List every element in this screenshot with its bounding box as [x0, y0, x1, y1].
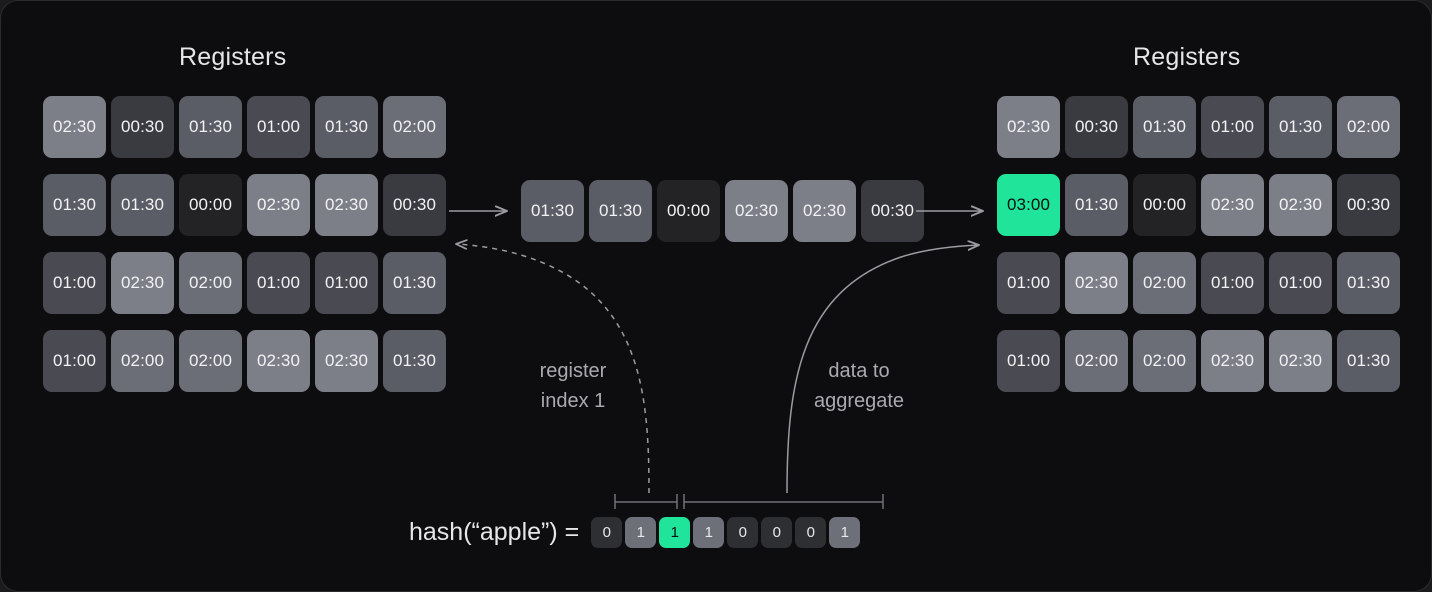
- register-cell: 02:30: [1269, 330, 1332, 392]
- register-cell: 01:00: [997, 252, 1060, 314]
- register-cell: 02:00: [1337, 96, 1400, 158]
- register-cell: 02:30: [43, 96, 106, 158]
- register-cell: 02:00: [1065, 330, 1128, 392]
- register-cell: 02:30: [1201, 174, 1264, 236]
- selected-register-cell: 02:30: [725, 180, 788, 242]
- caption-register-index: register index 1: [539, 360, 607, 412]
- right-panel-title: Registers: [1133, 43, 1241, 71]
- caption-data-to-aggregate: data to aggregate: [813, 360, 905, 412]
- register-cell: 01:30: [43, 174, 106, 236]
- register-cell: 02:30: [1201, 330, 1264, 392]
- register-cell: 01:30: [383, 330, 446, 392]
- register-cell: 02:00: [1133, 330, 1196, 392]
- hash-bit: 1: [625, 517, 657, 548]
- hash-label: hash(“apple”) =: [409, 518, 580, 546]
- bracket-register-index: [614, 494, 678, 509]
- hash-bit: 1: [693, 517, 725, 548]
- register-cell: 02:30: [315, 174, 378, 236]
- register-cell: 01:30: [383, 252, 446, 314]
- register-cell: 01:00: [1269, 252, 1332, 314]
- register-cell: 01:30: [111, 174, 174, 236]
- register-cell: 02:00: [383, 96, 446, 158]
- register-cell: 02:00: [179, 330, 242, 392]
- register-cell: 01:00: [1201, 96, 1264, 158]
- hash-bit-highlighted: 1: [659, 517, 691, 548]
- register-cell: 02:00: [1133, 252, 1196, 314]
- hash-bit: 0: [591, 517, 623, 548]
- register-cell: 02:30: [247, 174, 310, 236]
- register-cell: 01:30: [1337, 252, 1400, 314]
- left-panel-title: Registers: [179, 43, 287, 71]
- hash-bit: 1: [829, 517, 861, 548]
- register-cell: 01:00: [43, 252, 106, 314]
- register-cell: 01:30: [315, 96, 378, 158]
- register-cell: 01:00: [43, 330, 106, 392]
- register-cell: 01:00: [247, 96, 310, 158]
- register-cell: 01:00: [997, 330, 1060, 392]
- register-cell: 02:00: [179, 252, 242, 314]
- register-cell: 01:00: [247, 252, 310, 314]
- selected-register-cell: 01:30: [521, 180, 584, 242]
- register-cell: 01:30: [179, 96, 242, 158]
- register-cell: 02:30: [315, 330, 378, 392]
- register-cell: 02:00: [111, 330, 174, 392]
- selected-register-cell: 02:30: [793, 180, 856, 242]
- register-cell: 00:30: [111, 96, 174, 158]
- register-cell: 00:00: [179, 174, 242, 236]
- register-cell: 01:00: [1201, 252, 1264, 314]
- register-cell: 01:30: [1269, 96, 1332, 158]
- hash-bit: 0: [727, 517, 759, 548]
- hash-bit: 0: [795, 517, 827, 548]
- selected-register-cell: 00:00: [657, 180, 720, 242]
- register-cell: 01:30: [1337, 330, 1400, 392]
- register-cell: 01:30: [1065, 174, 1128, 236]
- selected-register-cell: 00:30: [861, 180, 924, 242]
- register-cell-highlighted: 03:00: [997, 174, 1060, 236]
- register-cell: 02:30: [247, 330, 310, 392]
- register-cell: 00:30: [1337, 174, 1400, 236]
- register-cell: 02:30: [997, 96, 1060, 158]
- hash-bit: 0: [761, 517, 793, 548]
- register-cell: 00:30: [1065, 96, 1128, 158]
- bracket-data-bits: [683, 494, 884, 509]
- register-cell: 01:30: [1133, 96, 1196, 158]
- register-cell: 02:30: [1065, 252, 1128, 314]
- register-cell: 02:30: [111, 252, 174, 314]
- register-cell: 02:30: [1269, 174, 1332, 236]
- register-cell: 00:00: [1133, 174, 1196, 236]
- register-cell: 00:30: [383, 174, 446, 236]
- selected-register-cell: 01:30: [589, 180, 652, 242]
- register-cell: 01:00: [315, 252, 378, 314]
